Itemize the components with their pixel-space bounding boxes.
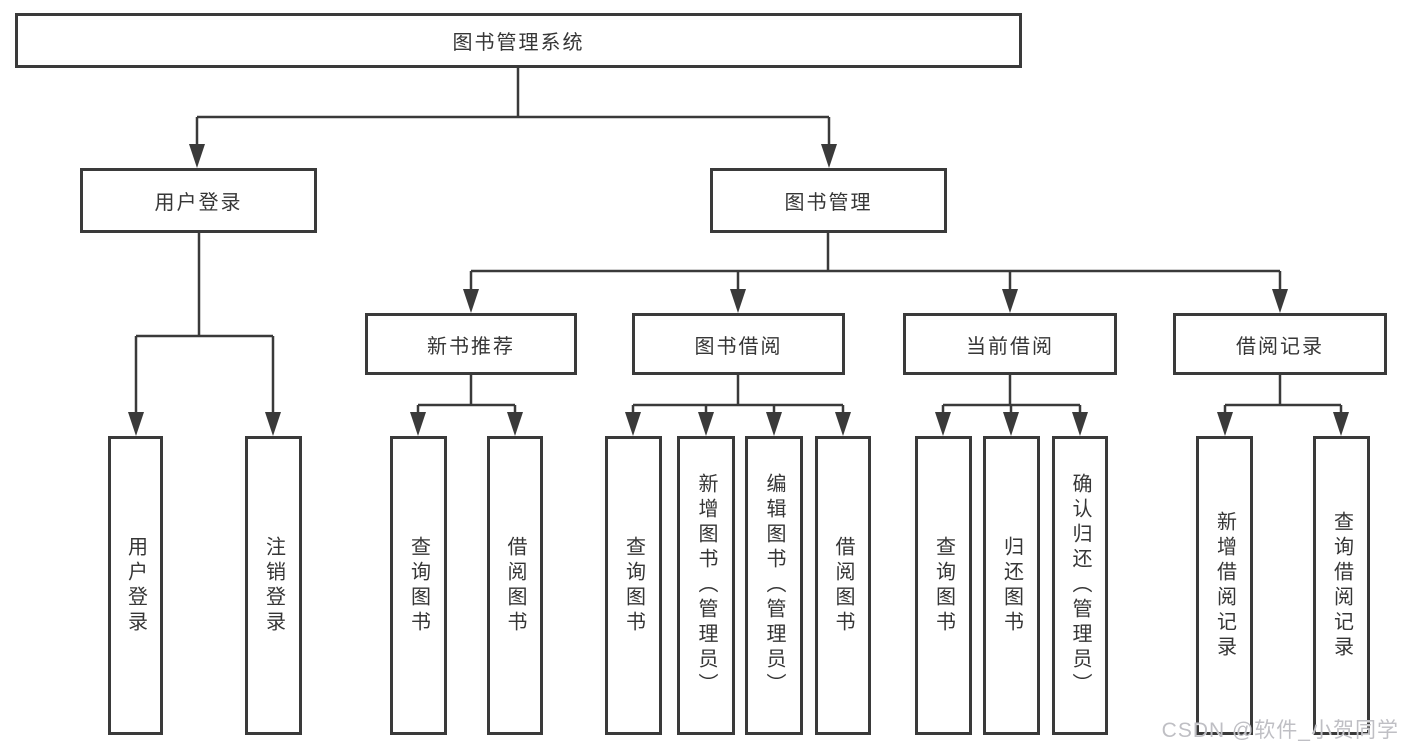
edge-borrow-records-children [1217, 375, 1349, 436]
node-label: 当前借阅 [966, 335, 1054, 358]
leaf-label: 新增图书（管理员） [695, 473, 717, 698]
edge-new-book-recommend-children [410, 375, 523, 436]
edge-book-management-children [463, 233, 1288, 313]
leaf-query-books-recommend: 查询图书 [390, 436, 447, 735]
node-user-login: 用户登录 [80, 168, 317, 233]
leaf-borrow-books: 借阅图书 [815, 436, 871, 735]
node-label: 借阅记录 [1236, 335, 1324, 358]
leaf-label: 查询图书 [407, 535, 430, 636]
node-label: 新书推荐 [427, 335, 515, 358]
leaf-query-borrow-record: 查询借阅记录 [1313, 436, 1370, 735]
node-borrow-records: 借阅记录 [1173, 313, 1387, 375]
node-label: 图书管理 [784, 192, 873, 214]
leaf-label: 新增借阅记录 [1213, 510, 1236, 661]
edge-book-borrow-children [625, 375, 851, 436]
leaf-logout: 注销登录 [245, 436, 302, 735]
csdn-watermark: CSDN @软件_小贺同学 [1161, 719, 1399, 742]
node-new-book-recommend: 新书推荐 [365, 313, 577, 375]
leaf-label: 借阅图书 [504, 535, 526, 636]
leaf-query-books-borrow: 查询图书 [605, 436, 662, 735]
leaf-label: 归还图书 [1000, 535, 1023, 636]
edge-current-borrow-children [935, 375, 1088, 436]
node-book-management: 图书管理 [710, 168, 947, 233]
leaf-label: 查询借阅记录 [1330, 510, 1353, 661]
leaf-query-books-current: 查询图书 [915, 436, 972, 735]
leaf-label: 查询图书 [932, 535, 955, 636]
leaf-return-book: 归还图书 [983, 436, 1040, 735]
node-current-borrow: 当前借阅 [903, 313, 1117, 375]
leaf-label: 编辑图书（管理员） [763, 473, 785, 698]
leaf-label: 确认归还（管理员） [1069, 473, 1091, 698]
node-book-borrow: 图书借阅 [632, 313, 845, 375]
leaf-user-login: 用户登录 [108, 436, 163, 735]
leaf-label: 借阅图书 [832, 535, 854, 636]
node-label: 图书管理系统 [452, 32, 585, 54]
leaf-add-book-admin: 新增图书（管理员） [677, 436, 735, 735]
edge-root-to-level2 [189, 68, 837, 168]
leaf-add-borrow-record: 新增借阅记录 [1196, 436, 1253, 735]
leaf-label: 用户登录 [124, 535, 147, 636]
leaf-edit-book-admin: 编辑图书（管理员） [745, 436, 803, 735]
node-root-library-system: 图书管理系统 [15, 13, 1022, 68]
edge-user-login-children [128, 233, 281, 436]
node-label: 用户登录 [154, 192, 243, 214]
leaf-label: 注销登录 [262, 535, 285, 636]
leaf-label: 查询图书 [622, 535, 645, 636]
leaf-confirm-return-admin: 确认归还（管理员） [1052, 436, 1108, 735]
leaf-borrow-books-recommend: 借阅图书 [487, 436, 543, 735]
node-label: 图书借阅 [694, 335, 783, 358]
